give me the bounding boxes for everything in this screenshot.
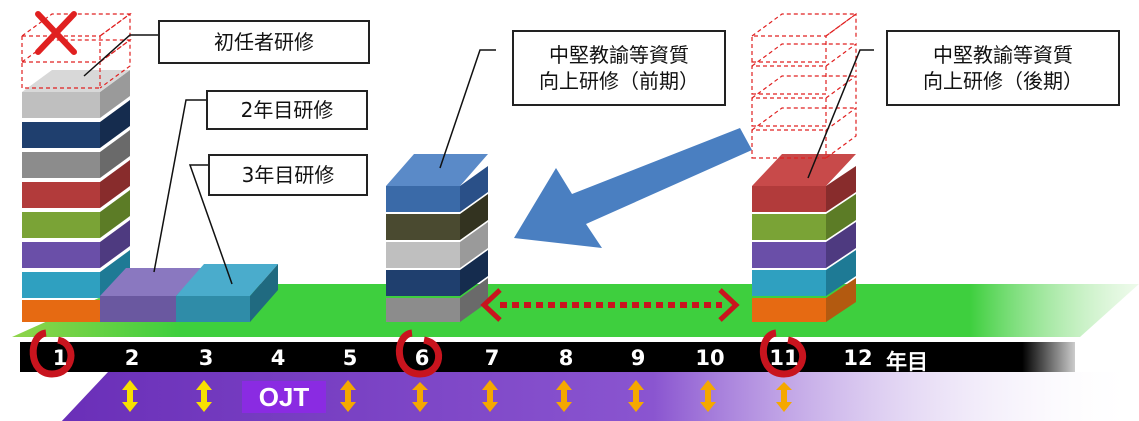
updown-arrow-icon [196, 380, 212, 412]
label-initial-training: 初任者研修 [158, 20, 370, 64]
ground-plane [12, 284, 1139, 337]
year-label: 4 [270, 346, 286, 370]
timeline-bar [20, 342, 1075, 372]
cancel-x-icon [35, 11, 77, 55]
ghost-blocks [21, 12, 132, 89]
updown-arrow-icon [776, 382, 792, 412]
updown-arrow-icon [482, 380, 498, 412]
ojt-label: OJT [242, 381, 326, 413]
label-mid-early: 中堅教諭等資質 向上研修（前期） [512, 30, 726, 106]
leader-lines [83, 34, 874, 285]
year-label: 6 [414, 346, 430, 370]
ojt-band [61, 372, 1139, 421]
label-second-year: 2年目研修 [206, 90, 368, 130]
stack-year-1 [21, 11, 132, 322]
year-unit-label: 年目 [886, 350, 928, 374]
year-label: 3 [198, 346, 214, 370]
updown-arrow-icon [556, 380, 572, 412]
label-mid-late: 中堅教諭等資質 向上研修（後期） [886, 30, 1120, 106]
blue-arrow [514, 128, 752, 248]
updown-arrow-icon [412, 382, 428, 412]
updown-arrows [122, 380, 792, 412]
year-label: 1 [52, 346, 68, 370]
year-label: 8 [558, 346, 574, 370]
arrow-head-right [718, 288, 740, 322]
year-label: 7 [484, 346, 500, 370]
stack-year-6 [386, 154, 488, 322]
year-label: 10 [695, 346, 725, 370]
updown-arrow-icon [122, 380, 138, 412]
year-label: 12 [843, 346, 873, 370]
year-label: 9 [630, 346, 646, 370]
year-label: 2 [124, 346, 140, 370]
year-label: 5 [342, 346, 358, 370]
year-label: 11 [769, 346, 799, 370]
stack-year-11 [751, 12, 858, 322]
ghost-blocks-11 [751, 12, 858, 159]
highlight-circles [29, 329, 807, 378]
updown-arrow-icon [700, 380, 716, 412]
updown-arrow-icon [340, 380, 356, 412]
updown-arrow-icon [628, 380, 644, 412]
arrow-head-left [480, 288, 502, 322]
label-third-year: 3年目研修 [208, 154, 368, 196]
block-year-3 [176, 264, 278, 322]
